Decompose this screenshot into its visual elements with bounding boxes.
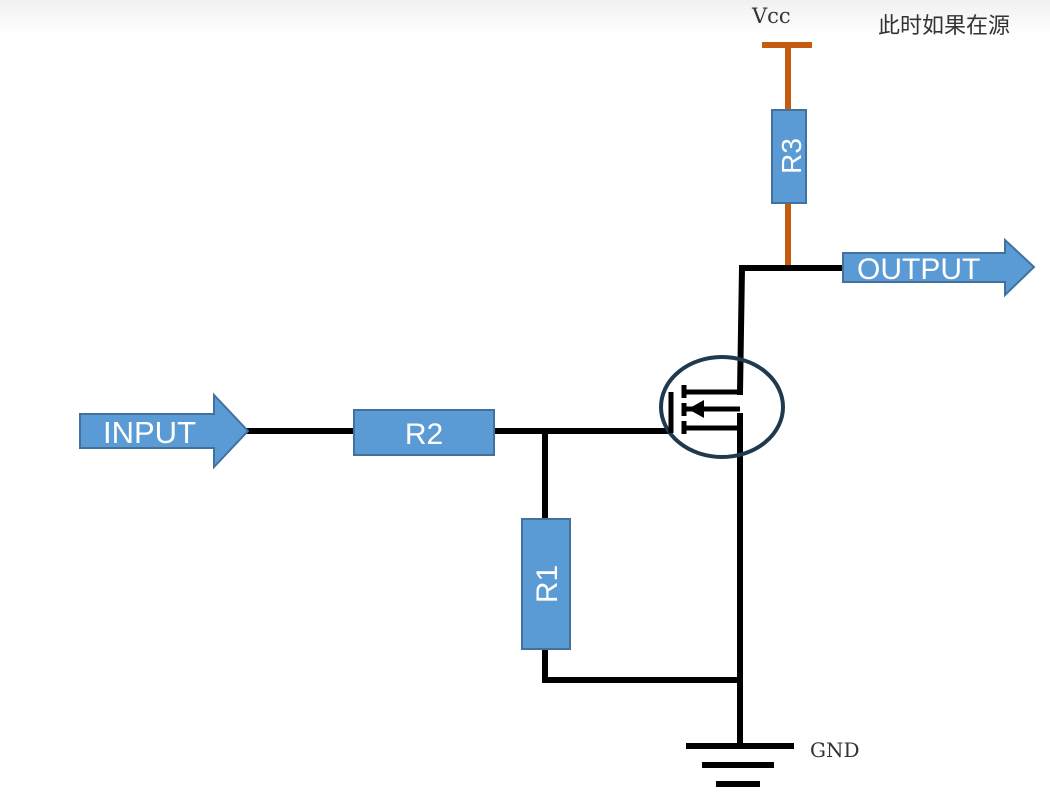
resistor-r1-label: R1: [531, 565, 564, 603]
output-arrow: OUTPUT: [842, 237, 1036, 298]
overlay-caption: 此时如果在源: [878, 14, 1011, 39]
output-arrow-shape: [842, 237, 1036, 298]
ground-symbol: [686, 743, 794, 787]
input-arrow-shape: [79, 392, 250, 470]
mosfet-circle: [659, 355, 785, 459]
mosfet-arrow-icon: [688, 400, 704, 418]
resistor-r2-label: R2: [405, 418, 443, 451]
r1-bottom-wire: [542, 646, 743, 683]
vcc-rail: [762, 42, 812, 268]
resistor-r1: R1: [521, 518, 571, 650]
drain-output-wire: [736, 265, 847, 396]
vcc-label: Vcc: [752, 4, 791, 28]
wires: [245, 265, 847, 748]
resistor-r2: R2: [353, 409, 495, 456]
top-shade: [0, 0, 1050, 34]
resistor-r2-body: [353, 409, 495, 456]
output-label: OUTPUT: [857, 253, 980, 286]
mosfet-symbol: [659, 355, 785, 459]
resistor-r1-body: [521, 518, 571, 650]
gnd-label: GND: [810, 738, 860, 762]
resistor-r3-label: R3: [776, 138, 807, 174]
input-label: INPUT: [103, 415, 196, 450]
resistor-r3-body: [771, 109, 807, 204]
resistor-r3: R3: [771, 109, 807, 204]
input-arrow: INPUT: [79, 392, 250, 470]
